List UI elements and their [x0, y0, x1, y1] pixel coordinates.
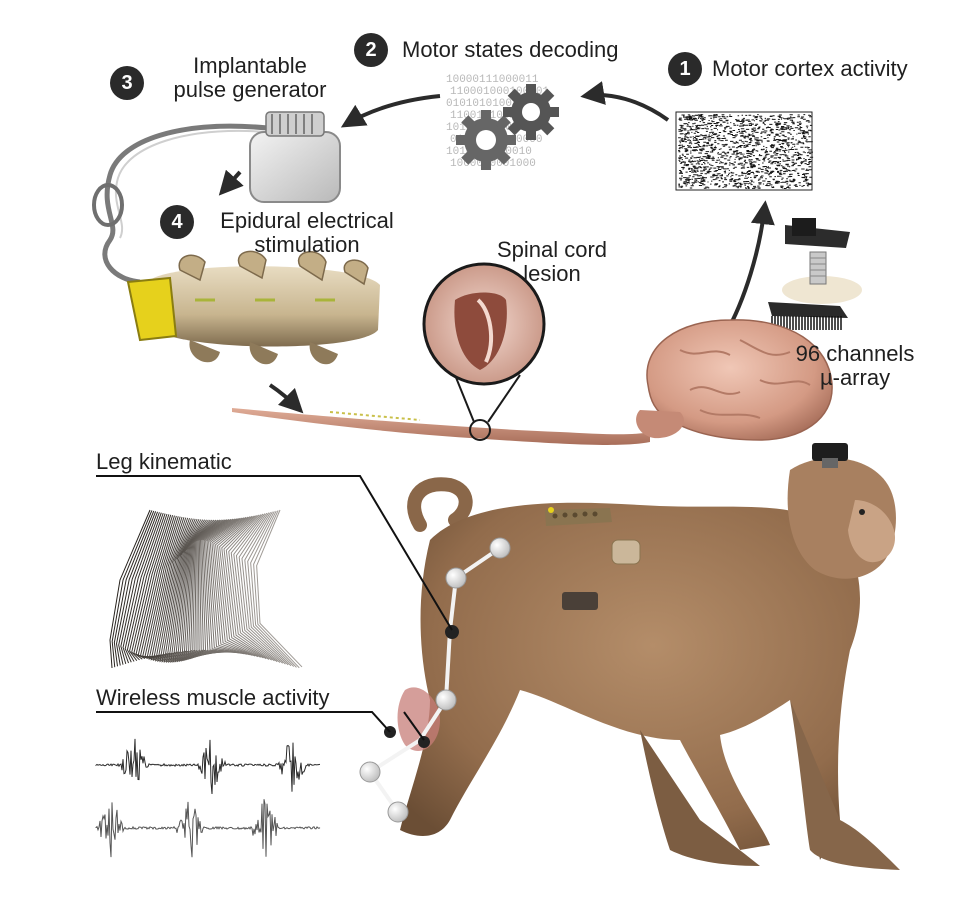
- step-badge-4: 4: [160, 205, 194, 239]
- kinematic-stroke: [235, 512, 284, 664]
- kinematic-stroke: [208, 517, 248, 655]
- kinematic-stroke: [150, 517, 187, 661]
- kinematic-stroke: [124, 512, 164, 663]
- kinematic-stroke: [111, 510, 153, 668]
- emg-trace-2: [95, 799, 321, 858]
- label-leg-kinematic: Leg kinematic: [96, 449, 232, 474]
- arrow-cortex-to-decoding: [580, 81, 670, 122]
- kinematic-stroke: [228, 514, 275, 662]
- kinematic-stroke: [129, 513, 168, 662]
- step-badge-3: 3: [110, 66, 144, 100]
- label-96-channels-array: 96 channels µ-array: [780, 342, 930, 390]
- label-implantable-pulse-generator: Implantable pulse generator: [150, 54, 350, 102]
- kinematic-stroke: [223, 514, 270, 660]
- kinematic-stroke: [230, 513, 278, 663]
- step-badge-1: 1: [668, 52, 702, 86]
- kinematic-stroke: [215, 516, 259, 658]
- binary-line: 10000111000011: [446, 74, 539, 86]
- kinematic-stroke: [144, 516, 181, 659]
- step-badge-2: 2: [354, 33, 388, 67]
- kinematic-stroke: [165, 519, 200, 663]
- kinematic-stroke: [161, 518, 196, 663]
- pulse-generator-icon: [249, 111, 341, 203]
- kinematic-stroke: [202, 518, 236, 653]
- arrow-decoding-to-ipg: [340, 94, 441, 128]
- kinematic-stroke: [253, 510, 300, 669]
- kinematic-stroke: [241, 511, 289, 666]
- spinal-cord: [232, 408, 650, 445]
- label-96-channels: 96 channels: [795, 341, 915, 366]
- kinematic-stroke: [133, 514, 172, 660]
- kinematic-stroke: [209, 517, 250, 656]
- label-wireless-muscle-activity: Wireless muscle activity: [96, 685, 330, 710]
- kinematic-stroke: [205, 518, 242, 654]
- kinematic-stroke: [203, 518, 239, 654]
- lead-coil: [92, 183, 124, 227]
- kinematic-stroke: [250, 510, 297, 668]
- emg-signal-trace: [95, 738, 321, 858]
- kinematic-stroke: [211, 516, 253, 656]
- kinematic-stroke: [238, 512, 286, 665]
- arrow-ipg-to-stimulation: [218, 169, 244, 196]
- label-motor-states-decoding: Motor states decoding: [402, 37, 619, 62]
- kinematic-stroke: [225, 514, 272, 661]
- kinematic-stroke: [244, 511, 292, 667]
- kinematic-stroke: [126, 513, 166, 662]
- kinematic-stroke: [116, 511, 157, 666]
- label-spinal-cord: Spinal cord: [496, 237, 608, 262]
- label-spinal-cord-lesion: Spinal cord lesion: [482, 238, 622, 286]
- kinematic-stroke: [109, 509, 151, 669]
- kinematic-stroke: [176, 519, 209, 663]
- arrow-electrode-to-cord: [268, 383, 304, 414]
- label-pulse-generator: pulse generator: [173, 77, 327, 102]
- label-motor-cortex-activity: Motor cortex activity: [712, 56, 908, 81]
- kinematic-stroke: [163, 518, 198, 663]
- microelectrode-array-icon: [768, 218, 862, 330]
- kinematic-stroke: [187, 519, 219, 660]
- kinematic-stroke: [118, 511, 159, 665]
- kinematic-stroke: [178, 519, 211, 662]
- emg-trace-1: [95, 738, 321, 795]
- lesion-marker: [469, 419, 491, 441]
- kinematic-stick-diagram: [109, 509, 303, 669]
- magnifier-lens-icon: [422, 262, 546, 386]
- monkey-illustration: [397, 443, 900, 870]
- kinematic-stroke: [247, 511, 295, 667]
- kinematic-stroke: [256, 509, 303, 668]
- label-implantable: Implantable: [193, 53, 307, 78]
- cortex-raster-plot: [675, 111, 814, 191]
- kinematic-stroke: [113, 510, 155, 667]
- kinematic-stroke: [148, 517, 185, 660]
- label-epidural-electrical: Epidural electrical: [220, 208, 394, 233]
- kinematic-stroke: [217, 515, 261, 658]
- kinematic-stroke: [233, 513, 281, 663]
- brain-icon: [636, 319, 833, 441]
- kinematic-stroke: [219, 515, 264, 659]
- kinematic-stroke: [146, 516, 183, 660]
- kinematic-stroke: [206, 517, 245, 655]
- kinematic-stroke: [122, 512, 162, 664]
- electrode-connector: [126, 276, 178, 342]
- kinematic-stroke: [221, 515, 267, 660]
- vertebrae-icon: [126, 250, 380, 365]
- label-stimulation: stimulation: [254, 232, 360, 257]
- lead-cable: [102, 123, 269, 285]
- kinematic-stroke: [120, 512, 160, 664]
- label-epidural-electrical-stimulation: Epidural electrical stimulation: [202, 209, 412, 257]
- gear-icon: [503, 84, 559, 140]
- label-lesion: lesion: [523, 261, 581, 286]
- gear-icon: [456, 110, 516, 170]
- kinematic-markers: [359, 537, 511, 823]
- kinematic-stroke: [131, 514, 170, 661]
- kinematic-stroke: [174, 519, 207, 663]
- arrow-brain-to-cortex: [723, 200, 775, 336]
- callout-lines: [96, 475, 453, 741]
- kinematic-stroke: [213, 516, 256, 657]
- label-micro-array: µ-array: [819, 365, 891, 390]
